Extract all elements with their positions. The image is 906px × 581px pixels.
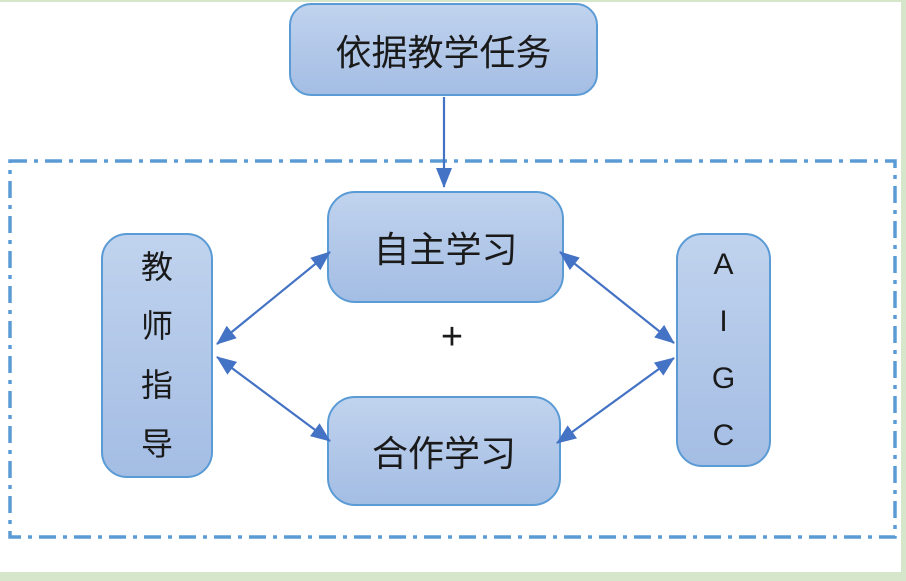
node-aigc-char: G: [711, 362, 736, 395]
node-teacher-guidance-char: 师: [140, 307, 173, 344]
page-frame-right: [901, 0, 906, 581]
node-aigc-char: C: [712, 419, 735, 452]
node-autonomous-learning: 自主学习: [327, 191, 564, 303]
node-autonomous-learning-label: 自主学习: [373, 229, 518, 270]
node-cooperative-learning: 合作学习: [327, 396, 561, 506]
node-teaching-task-label: 依据教学任务: [335, 31, 552, 73]
arrow-cooperative-aigc: [556, 357, 675, 444]
node-aigc: A I G C: [676, 233, 771, 467]
node-teacher-guidance-char: 指: [140, 366, 173, 403]
node-aigc-char: I: [719, 305, 728, 338]
arrow-teacher-autonomous: [216, 251, 331, 345]
plus-sign: +: [440, 315, 464, 358]
node-teacher-guidance-char: 教: [140, 248, 173, 285]
node-cooperative-learning-label: 合作学习: [371, 433, 516, 474]
node-aigc-char: A: [713, 248, 734, 281]
node-teacher-guidance-char: 导: [140, 425, 173, 462]
page-frame-bottom: [0, 572, 906, 581]
node-teacher-guidance: 教 师 指 导: [101, 233, 213, 478]
arrow-autonomous-aigc: [559, 251, 675, 344]
page-frame-top: [0, 0, 906, 2]
node-teaching-task: 依据教学任务: [289, 3, 598, 96]
arrow-teacher-cooperative: [216, 356, 331, 442]
